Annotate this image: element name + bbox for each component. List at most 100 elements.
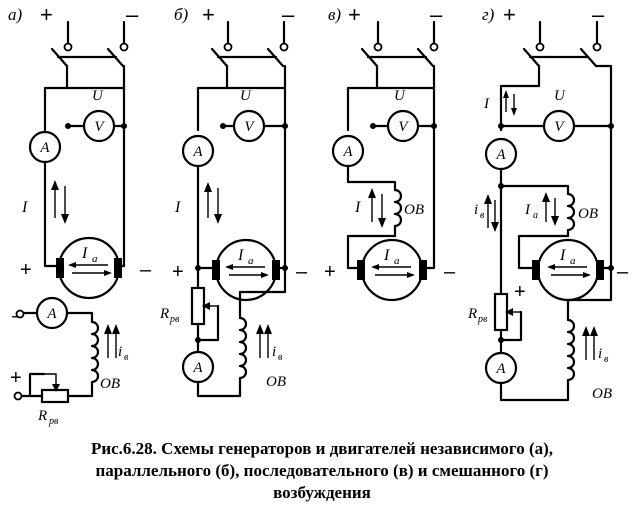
panel-b-arrow-up bbox=[204, 182, 212, 192]
panel-d-field-bottom bbox=[499, 381, 570, 402]
panel-c-supply-terminal-plus bbox=[373, 42, 383, 52]
panel-d-switch bbox=[522, 47, 598, 68]
panel-d-armature-side-current: I bbox=[524, 202, 531, 218]
panel-d-series-arrow-down bbox=[551, 216, 559, 226]
panel-d-minus: – bbox=[592, 2, 605, 27]
panel-d-node bbox=[498, 123, 504, 129]
panel-d-field-winding-label: ОВ bbox=[592, 386, 612, 402]
panel-c-switch bbox=[360, 47, 435, 68]
panel-a-voltage-label: U bbox=[92, 88, 104, 104]
panel-d-field-top bbox=[566, 266, 613, 322]
panel-b-field-current: i bbox=[272, 344, 276, 360]
panel-a-current-arrows bbox=[54, 186, 66, 218]
panel-b-node bbox=[195, 337, 201, 343]
panel-a-supply-terminal-minus bbox=[119, 42, 129, 52]
panel-a-plus: + bbox=[40, 2, 53, 27]
panel-c-current-arrows bbox=[371, 194, 383, 222]
panel-a-field-ammeter-symbol: A bbox=[46, 306, 57, 322]
panel-d-node bbox=[498, 337, 504, 343]
panel-a-brush-right bbox=[114, 258, 122, 278]
panel-b-field-bottom bbox=[196, 380, 242, 398]
panel-d-field-arrows bbox=[487, 200, 496, 228]
panel-d-right-lead bbox=[600, 124, 613, 270]
panel-a-ammeter-symbol: A bbox=[39, 140, 50, 156]
panel-d-rheostat-arrow bbox=[505, 308, 513, 316]
panel-c-armature-arrows bbox=[375, 266, 411, 276]
panel-a-armature-arrows bbox=[72, 264, 108, 274]
panel-c-plus: + bbox=[348, 2, 361, 27]
panel-b-rheostat-sub: рв bbox=[169, 314, 180, 325]
panel-b-field-arrow-2 bbox=[264, 324, 272, 334]
panel-b-terminal-plus: + bbox=[172, 261, 184, 283]
panel-c-armature-current: I bbox=[383, 247, 390, 264]
panel-c-arrow-up bbox=[368, 188, 376, 198]
panel-b-arrow-left bbox=[225, 264, 233, 270]
caption-line-2: параллельного (б), последовательного (в)… bbox=[95, 461, 549, 480]
panel-a-rheostat-slider bbox=[44, 373, 57, 386]
panel-d-field2-arrows bbox=[585, 332, 595, 360]
panel-a-voltmeter bbox=[82, 109, 116, 143]
panel-d-arrow-down bbox=[511, 108, 517, 116]
panel-a-node bbox=[65, 123, 71, 129]
panel-c-series-top bbox=[346, 164, 397, 192]
panel-c-ammeter-symbol: A bbox=[342, 144, 353, 160]
panel-a-field-sub: в bbox=[124, 352, 129, 363]
panel-d-supply-leads bbox=[538, 20, 599, 46]
panel-d-current-arrows bbox=[505, 94, 515, 112]
panel-a-current-label: I bbox=[21, 199, 28, 216]
panel-d-field2-sub: в bbox=[604, 354, 609, 365]
panel-d-voltmeter bbox=[542, 109, 576, 143]
panel-a-rheostat bbox=[40, 388, 70, 404]
panel-a-rheostat-sub: рв bbox=[48, 416, 59, 427]
panel-c-supply-terminal-minus bbox=[429, 42, 439, 52]
panel-c-series-winding bbox=[346, 188, 403, 270]
panel-c-field-winding-label: ОВ bbox=[404, 202, 424, 218]
panel-b-field-arrow-1 bbox=[256, 324, 264, 334]
panel-d-supply-terminal-minus bbox=[592, 42, 602, 52]
panel-a-switch bbox=[50, 47, 125, 68]
panel-d-armature-arrows bbox=[551, 266, 587, 276]
panel-d-voltmeter-symbol: V bbox=[554, 119, 565, 135]
panel-d-armature bbox=[536, 238, 600, 302]
panel-c-voltmeter bbox=[386, 109, 420, 143]
panel-a-arrow-down bbox=[61, 214, 69, 224]
panel-a-field-arrow-2 bbox=[112, 324, 120, 334]
panel-a-armature-current: I bbox=[81, 245, 88, 262]
panel-b-rheostat-label: R bbox=[159, 306, 169, 322]
panel-a-terminal-minus: – bbox=[140, 259, 152, 281]
panel-b-node bbox=[282, 123, 288, 129]
panel-d-armature-sub: a bbox=[570, 255, 576, 267]
figure-caption: Рис.6.28. Схемы генераторов и двигателей… bbox=[0, 438, 644, 504]
panel-d-field2-arrow-2 bbox=[590, 326, 598, 336]
panel-b-field-top bbox=[238, 266, 287, 320]
panel-a-rheostat-label: R bbox=[37, 408, 47, 424]
panel-a-field-plus: + bbox=[10, 367, 22, 389]
panel-a-armature-sub: a bbox=[92, 253, 98, 265]
panel-d-series-arrow-up bbox=[542, 192, 550, 202]
panel-b-ammeter-symbol: A bbox=[192, 144, 203, 160]
panel-a-rheostat-arrow bbox=[52, 384, 60, 392]
panel-d-letter: г) bbox=[482, 5, 495, 24]
panel-c-current-label: I bbox=[354, 199, 361, 216]
panel-b-voltage-label: U bbox=[240, 88, 252, 104]
panel-b-arrow-down bbox=[214, 214, 222, 224]
panel-b-field-ammeter-symbol: A bbox=[192, 360, 203, 376]
panel-b-voltmeter bbox=[232, 109, 266, 143]
panel-b-armature-current: I bbox=[237, 247, 244, 264]
caption-line-3: возбуждения bbox=[273, 483, 371, 502]
panel-b-current-label: I bbox=[174, 199, 181, 216]
panel-d-field-arrow-up bbox=[484, 194, 492, 204]
panel-c-node bbox=[431, 123, 437, 129]
panel-c-terminal-minus: – bbox=[444, 261, 456, 283]
panel-c-arrow-down bbox=[378, 218, 386, 228]
panel-d-series-winding-label: ОВ bbox=[578, 206, 598, 222]
panel-b-supply-terminal-minus bbox=[279, 42, 289, 52]
panel-b-current-arrows bbox=[207, 188, 219, 218]
panel-c-terminal-plus: + bbox=[324, 261, 336, 283]
circuit-diagrams: а) + – V U A I I a + – bbox=[8, 2, 629, 427]
panel-a-voltmeter-symbol: V bbox=[94, 119, 105, 135]
panel-b-switch-leads bbox=[225, 64, 287, 90]
panel-a-armature bbox=[57, 236, 121, 300]
panel-a: а) + – V U A I I a + – bbox=[8, 2, 152, 427]
panel-c-armature-sub: a bbox=[394, 255, 400, 267]
